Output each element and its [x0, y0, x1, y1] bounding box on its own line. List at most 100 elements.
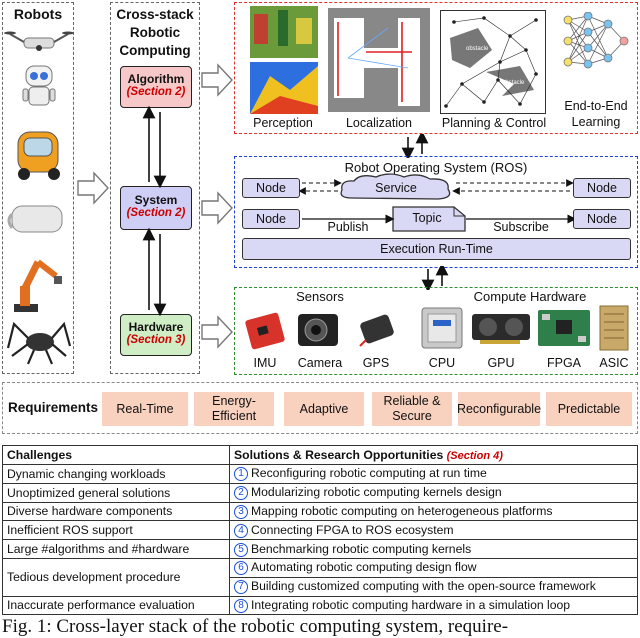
ros-node-bottom-left[interactable]: Node: [242, 209, 300, 229]
solution-number: 4: [234, 523, 248, 538]
solution-text: Reconfiguring robotic computing at run t…: [251, 466, 487, 481]
solution-text: Connecting FPGA to ROS ecosystem: [251, 522, 454, 537]
ros-topic-label: Topic: [412, 211, 442, 225]
figure-caption: Fig. 1: Cross-layer stack of the robotic…: [2, 616, 509, 637]
challenge-cell: Inefficient ROS support: [2, 520, 230, 541]
robot-icons: [4, 31, 74, 365]
gpu-icon: [472, 314, 530, 344]
algorithm-item-end-to-end: End-to-End Learning: [564, 99, 628, 129]
challenge-cell: Diverse hardware components: [2, 501, 230, 522]
ros-title: Robot Operating System (ROS): [344, 160, 528, 175]
hardware-layer-box[interactable]: Hardware (Section 3): [120, 314, 192, 356]
localization-map: [328, 8, 430, 112]
sensors-title: Sensors: [296, 289, 344, 304]
solution-number: 6: [234, 561, 248, 576]
compute-asic: ASIC: [599, 356, 629, 370]
challenge-cell: Inaccurate performance evaluation: [2, 595, 230, 616]
perception-image: [250, 6, 318, 114]
robots-title: Robots: [13, 6, 63, 22]
cpu-icon: [421, 307, 463, 349]
planning-graph: obstacle obstacle: [440, 10, 546, 114]
requirement-reconfigurable: Reconfigurable: [457, 392, 541, 426]
hexapod-robot-icon: [6, 321, 72, 365]
cross-stack-title: Cross-stack Robotic Computing: [116, 7, 194, 58]
hardware-arrow: [201, 315, 233, 349]
algorithm-item-localization: Localization: [345, 116, 412, 130]
solution-number: 1: [234, 467, 248, 482]
system-arrow: [201, 191, 233, 225]
solution-number: 5: [234, 542, 248, 557]
header-solutions-section: (Section 4): [446, 450, 503, 462]
ros-node-bottom-right[interactable]: Node: [573, 209, 631, 229]
ros-connectors: [300, 179, 574, 224]
compute-title: Compute Hardware: [473, 289, 587, 304]
solution-number: 3: [234, 504, 248, 519]
table-header-row: Challenges Solutions & Research Opportun…: [2, 445, 638, 465]
header-challenges: Challenges: [2, 445, 230, 465]
solution-text: Building customized computing with the o…: [251, 579, 596, 594]
hardware-layer-label: Hardware: [128, 320, 184, 334]
algorithm-panel: [234, 2, 638, 134]
algorithm-item-perception: Perception: [253, 116, 313, 130]
asic-icon: [599, 305, 629, 351]
sensor-imu: IMU: [253, 356, 277, 370]
ros-service-label: Service: [375, 181, 417, 195]
ros-node-top-right[interactable]: Node: [573, 178, 631, 198]
compute-gpu: GPU: [487, 356, 515, 370]
imu-icon: [245, 312, 285, 350]
robots-panel: [2, 2, 74, 374]
solution-number: 7: [234, 580, 248, 595]
challenge-cell: Dynamic changing workloads: [2, 464, 230, 484]
fpga-icon: [538, 310, 590, 346]
solution-number: 8: [234, 598, 248, 613]
robots-to-stack-arrow: [77, 171, 109, 205]
header-solutions: Solutions & Research Opportunities (Sect…: [229, 445, 638, 465]
system-section: (Section 2): [126, 207, 186, 219]
system-layer-box[interactable]: System (Section 2): [120, 186, 192, 230]
algo-ros-arrows: [401, 134, 429, 158]
hardware-section: (Section 3): [126, 334, 186, 346]
solution-text: Mapping robotic computing on heterogeneo…: [251, 503, 553, 518]
system-layer-label: System: [134, 193, 178, 207]
cross-stack-panel: [110, 2, 200, 374]
obstacle-label-2: obstacle: [502, 80, 525, 86]
challenge-cell: Tedious development procedure: [2, 557, 230, 597]
stack-arrows: [142, 106, 167, 317]
algorithm-layer-box[interactable]: Algorithm (Section 2): [120, 66, 192, 108]
algorithm-layer-label: Algorithm: [127, 72, 185, 86]
drone-icon: [4, 31, 74, 51]
challenge-cell: Unoptimized general solutions: [2, 482, 230, 503]
challenge-cell: Large #algorithms and #hardware: [2, 539, 230, 559]
solution-text: Automating robotic computing design flow: [251, 560, 477, 575]
neural-network-icon: [563, 12, 629, 69]
humanoid-robot-icon: [22, 65, 56, 106]
sensor-camera: Camera: [297, 356, 343, 370]
requirement-real-time: Real-Time: [102, 392, 188, 426]
vehicle-icon: [17, 131, 60, 180]
ros-service-cloud[interactable]: [336, 172, 456, 204]
gps-icon: [359, 314, 394, 347]
ros-execution-runtime[interactable]: Execution Run-Time: [242, 238, 631, 260]
ros-topic-doc[interactable]: [392, 206, 466, 232]
requirements-title: Requirements: [8, 400, 99, 415]
requirement-predictable: Predictable: [546, 392, 632, 426]
vr-headset-icon: [7, 205, 63, 233]
ros-publish-label: Publish: [327, 220, 369, 234]
ros-node-top-left[interactable]: Node: [242, 178, 300, 198]
compute-fpga: FPGA: [546, 356, 582, 370]
camera-icon: [298, 314, 338, 346]
requirement-reliable-secure: Reliable & Secure: [372, 392, 452, 426]
solution-text: Modularizing robotic computing kernels d…: [251, 485, 502, 500]
